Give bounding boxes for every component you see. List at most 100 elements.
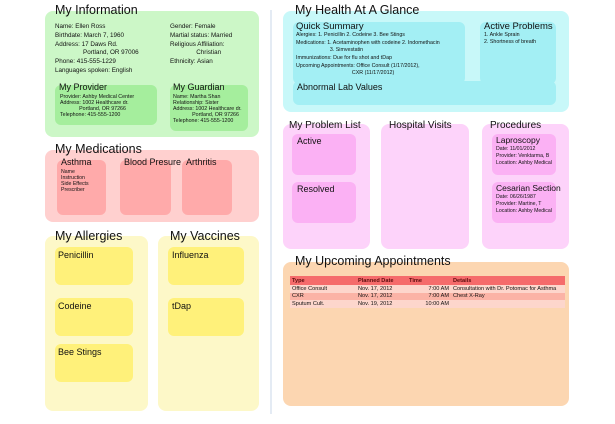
allergies-title: My Allergies <box>55 229 123 243</box>
procedure-line: Provider: Venktarma, B <box>496 153 550 159</box>
procedure-line: Date: 06/26/1987 <box>496 194 536 200</box>
provider-line: Address: 1002 Healthcare dr. <box>60 100 129 106</box>
medication-field: Instruction <box>61 175 85 181</box>
allergy-label: Bee Stings <box>58 347 102 357</box>
allergy-label: Penicillin <box>58 250 94 260</box>
info-gender: Gender: Female <box>170 23 216 30</box>
table-row[interactable]: CXR Nov. 17, 2012 7:00 AM Chest X-Ray <box>290 292 565 301</box>
glance-panel: My Health At A Glance Quick Summary Aler… <box>283 3 569 112</box>
appointments-title: My Upcoming Appointments <box>295 254 451 268</box>
table-cell: Consultation with Dr. Potomac for Asthma <box>451 285 565 293</box>
summary-line: Upcoming Appointments: Office Consult (1… <box>296 63 420 69</box>
info-languages: Languages spoken: English <box>55 67 133 74</box>
summary-line: 3. Simvestatin <box>296 47 364 53</box>
medication-label: Arthritis <box>186 157 217 167</box>
table-cell: Nov. 19, 2012 <box>356 300 407 308</box>
info-panel: My Information Name: Ellen Ross Birthdat… <box>45 3 259 137</box>
guardian-card[interactable]: My Guardian Name: Martha Shan Relationsh… <box>170 82 248 131</box>
allergy-card[interactable]: Penicillin <box>55 247 133 285</box>
table-cell: 7:00 AM <box>407 292 451 301</box>
medication-card-blood-pressure[interactable]: Blood Presure <box>120 157 181 215</box>
column-header: Details <box>451 276 565 285</box>
column-divider <box>270 10 272 414</box>
info-name: Name: Ellen Ross <box>55 23 106 30</box>
vaccine-card[interactable]: Influenza <box>168 247 244 285</box>
table-row[interactable]: Sputum Cult. Nov. 19, 2012 10:00 AM <box>290 300 565 308</box>
medication-card-asthma[interactable]: Asthma Name Instruction Side Effects Pre… <box>57 157 106 215</box>
procedure-line: Provider: Martine, T <box>496 201 542 207</box>
summary-line: Immunizations: Due for flu shot and tDap <box>296 55 392 61</box>
procedure-line: Location: Ashby Medical <box>496 208 552 214</box>
abnormal-lab-card[interactable]: Abnormal Lab Values <box>293 81 556 105</box>
provider-card[interactable]: My Provider Provider: Ashby Medical Cent… <box>55 82 157 125</box>
vaccine-label: tDap <box>172 301 192 311</box>
provider-line: Telephone: 415-555-1200 <box>60 112 121 118</box>
medication-field: Prescriber <box>61 187 85 193</box>
problem-card-resolved[interactable]: Resolved <box>292 182 356 223</box>
provider-line: Portland, OR 97266 <box>60 106 126 112</box>
medication-field: Side Effects <box>61 181 89 187</box>
procedure-line: Date: 11/01/2012 <box>496 146 536 152</box>
quick-summary-title: Quick Summary <box>296 21 364 32</box>
guardian-line: Name: Martha Shan <box>173 94 221 100</box>
summary-line: CXR (11/17/2012) <box>296 70 395 76</box>
info-birthdate: Birthdate: March 7, 1960 <box>55 32 124 39</box>
guardian-line: Address: 1002 Healthcare dr. <box>173 106 242 112</box>
hospital-visits-title: Hospital Visits <box>389 120 452 131</box>
problem-list-panel: My Problem List Active Resolved <box>283 120 370 249</box>
active-problems-title: Active Problems <box>484 21 553 32</box>
provider-line: Provider: Ashby Medical Center <box>60 94 135 100</box>
active-problem-line: 1. Ankle Sprain <box>484 32 520 38</box>
info-address-2: Portland, OR 97006 <box>55 49 139 56</box>
column-header: Time <box>407 276 451 285</box>
table-cell: 7:00 AM <box>407 285 451 293</box>
info-address: Address: 17 Daws Rd. <box>55 41 118 48</box>
info-title: My Information <box>55 3 138 17</box>
problem-list-title: My Problem List <box>289 120 361 131</box>
info-marital: Martial status: Married <box>170 32 233 39</box>
appointments-table: Type Planned Date Time Details Office Co… <box>290 276 565 308</box>
summary-line: Medications: 1. Acetaminophen with codei… <box>296 40 440 46</box>
procedure-name: Cesarian Section <box>496 183 561 193</box>
guardian-line: Relationship: Sister <box>173 100 219 106</box>
medication-label: Blood Presure <box>124 157 182 167</box>
medications-title: My Medications <box>55 142 142 156</box>
table-cell: 10:00 AM <box>407 300 451 308</box>
vaccine-label: Influenza <box>172 250 209 260</box>
glance-title: My Health At A Glance <box>295 3 420 17</box>
guardian-line: Telephone: 415-555-1200 <box>173 118 234 124</box>
allergy-card[interactable]: Codeine <box>55 298 133 336</box>
procedures-panel: Procedures Laproscopy Date: 11/01/2012 P… <box>482 120 569 249</box>
guardian-title: My Guardian <box>173 82 225 92</box>
hospital-visits-panel[interactable]: Hospital Visits <box>381 120 469 249</box>
medication-card-arthritis[interactable]: Arthritis <box>182 157 232 215</box>
table-cell: Nov. 17, 2012 <box>356 292 407 301</box>
allergy-label: Codeine <box>58 301 92 311</box>
vaccines-panel: My Vaccines Influenza tDap <box>158 229 259 411</box>
vaccine-card[interactable]: tDap <box>168 298 244 336</box>
medications-panel: My Medications Asthma Name Instruction S… <box>45 142 259 222</box>
problem-card-active[interactable]: Active <box>292 134 356 175</box>
info-religion: Religious Affiliation: <box>170 41 225 48</box>
table-cell: Office Consult <box>290 285 356 293</box>
procedures-title: Procedures <box>490 120 542 131</box>
procedure-card[interactable]: Cesarian Section Date: 06/26/1987 Provid… <box>492 182 561 223</box>
table-cell: Nov. 17, 2012 <box>356 285 407 293</box>
medication-field: Name <box>61 169 75 175</box>
abnormal-lab-title: Abnormal Lab Values <box>297 82 383 92</box>
table-cell <box>451 300 565 308</box>
provider-title: My Provider <box>59 82 108 92</box>
vaccines-title: My Vaccines <box>170 229 240 243</box>
quick-summary-card[interactable]: Quick Summary Alergies: 1. Penicillin 2.… <box>293 21 465 84</box>
problem-label: Active <box>297 136 322 146</box>
summary-line: Alergies: 1. Penicillin 2. Codeine 3. Be… <box>296 32 405 38</box>
active-problems-card[interactable]: Active Problems 1. Ankle Sprain 2. Short… <box>480 21 556 84</box>
allergy-card[interactable]: Bee Stings <box>55 344 133 382</box>
table-row[interactable]: Office Consult Nov. 17, 2012 7:00 AM Con… <box>290 285 565 293</box>
procedure-card[interactable]: Laproscopy Date: 11/01/2012 Provider: Ve… <box>492 134 556 175</box>
table-header-row: Type Planned Date Time Details <box>290 276 565 285</box>
problem-label: Resolved <box>297 184 335 194</box>
active-problem-line: 2. Shortness of breath <box>484 39 537 45</box>
info-religion-2: Christian <box>170 49 222 56</box>
medication-label: Asthma <box>61 157 92 167</box>
